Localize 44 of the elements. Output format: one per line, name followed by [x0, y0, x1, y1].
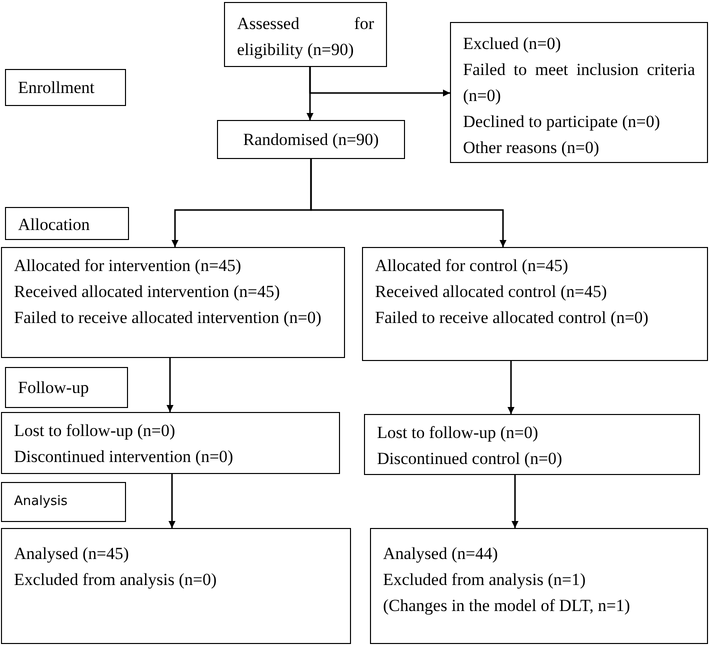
process-box [1, 412, 340, 474]
box-text: Exclued (n=0) [463, 33, 562, 55]
box-text: Failed to receive allocated intervention (n=0) [14, 307, 322, 329]
box-text: (Changes in the model of DLT, n=1) [383, 595, 632, 617]
arrow [512, 475, 518, 528]
box-text: Analysed (n=45) [14, 543, 130, 565]
process-box [224, 2, 387, 67]
box-text: Declined to participate (n=0) [463, 111, 661, 133]
stage-label-box [1, 482, 126, 522]
process-box [362, 247, 708, 361]
box-text: Received allocated control (n=45) [375, 281, 608, 303]
exclusion-box [450, 22, 708, 163]
arrow [310, 159, 506, 247]
box-text: Randomised (n=90) [242, 129, 380, 151]
stage-label-box [5, 207, 129, 240]
box-text: Other reasons (n=0) [463, 137, 600, 159]
box-text: Analysed (n=44) [383, 543, 499, 565]
box-text: Assessed for eligibility (n=90) [237, 13, 374, 61]
box-text: Enrollment [18, 77, 96, 99]
box-text: Failed to receive allocated control (n=0) [375, 307, 650, 329]
box-text: Discontinued control (n=0) [377, 448, 564, 470]
arrow [168, 474, 176, 528]
box-text: Lost to follow-up (n=0) [14, 420, 176, 442]
box-text: Lost to follow-up (n=0) [377, 422, 540, 444]
box-text: Excluded from analysis (n=1) [383, 569, 587, 591]
process-box [370, 528, 708, 644]
arrow [508, 361, 514, 414]
process-box [217, 120, 405, 159]
box-text: Allocated for intervention (n=45) [14, 255, 242, 277]
stage-label-box [5, 367, 128, 408]
process-box [364, 414, 700, 475]
box-text: Discontinued intervention (n=0) [14, 446, 234, 468]
box-text: Analysis [14, 493, 69, 511]
arrow [309, 67, 450, 96]
box-text: Failed to meet inclusion criteria (n=0) [463, 59, 695, 107]
process-box [1, 528, 351, 644]
box-text: Received allocated intervention (n=45) [14, 281, 281, 303]
box-text: Allocated for control (n=45) [375, 255, 570, 277]
arrow [166, 358, 174, 412]
box-text: Follow-up [18, 377, 90, 399]
stage-label-box [5, 69, 126, 106]
box-text: Excluded from analysis (n=0) [14, 569, 218, 591]
box-text: Allocation [18, 214, 91, 236]
process-box [1, 247, 345, 358]
